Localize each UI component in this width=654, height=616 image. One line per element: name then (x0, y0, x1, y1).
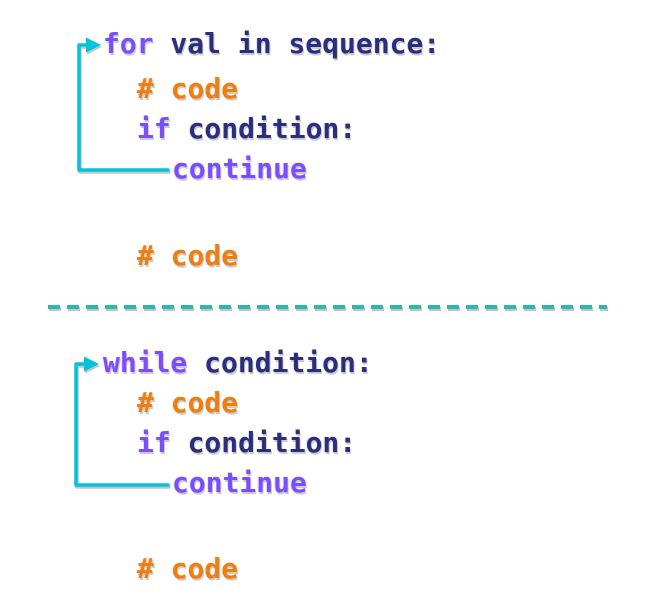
for-if-line: if condition: (137, 112, 356, 145)
for-loop-arrow-path (77, 43, 170, 172)
while-keyword: while (103, 346, 188, 379)
if-condition-text: condition: (170, 112, 357, 145)
for-keyword: for (103, 27, 154, 60)
if-keyword: if (137, 112, 171, 145)
while-loop-arrowhead-icon (84, 356, 99, 372)
for-loop-arrowhead-icon (86, 37, 101, 53)
while-continue-statement: continue (172, 466, 307, 499)
while-if-line: if condition: (137, 426, 356, 459)
if-keyword: if (137, 426, 171, 459)
for-loop-continue-arrow-icon (77, 37, 170, 172)
while-header-rest: condition: (187, 346, 373, 379)
while-comment-line-1: # code (137, 386, 239, 419)
for-header-line: for val in sequence: (103, 27, 440, 60)
while-header-line: while condition: (103, 346, 373, 379)
for-header-rest: val in sequence: (153, 27, 441, 60)
while-loop-continue-arrow-icon (74, 356, 170, 487)
if-condition-text: condition: (170, 426, 357, 459)
for-comment-line-1: # code (137, 72, 239, 105)
while-comment-line-2: # code (137, 552, 239, 585)
for-continue-statement: continue (172, 152, 307, 185)
while-loop-arrow-path (74, 362, 170, 487)
for-comment-line-2: # code (137, 239, 239, 272)
